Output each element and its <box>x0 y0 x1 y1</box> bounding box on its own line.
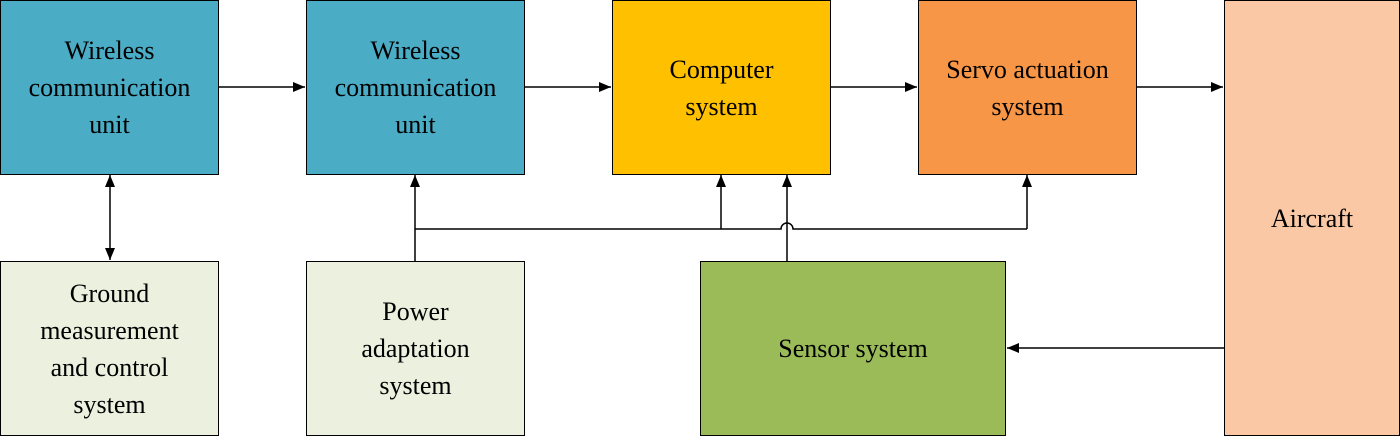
block-label: Servo actuation system <box>946 54 1109 121</box>
block-label: Wireless communication unit <box>334 36 497 139</box>
servo-actuation-system-block: Servo actuation system <box>918 0 1137 175</box>
ground-measurement-control-block: Ground measurement and control system <box>0 261 219 436</box>
sensor-system-block: Sensor system <box>700 261 1006 436</box>
block-label: Ground measurement and control system <box>40 278 179 419</box>
block-label: Power adaptation system <box>361 297 470 400</box>
wireless-communication-unit-ground: Wireless communication unit <box>0 0 219 175</box>
block-label: Aircraft <box>1270 204 1354 233</box>
block-label: Sensor system <box>778 334 928 363</box>
computer-system-block: Computer system <box>612 0 831 175</box>
aircraft-block: Aircraft <box>1224 0 1400 436</box>
wireless-communication-unit-air: Wireless communication unit <box>306 0 525 175</box>
block-label: Computer system <box>669 54 774 121</box>
block-label: Wireless communication unit <box>28 36 191 139</box>
power-adaptation-system-block: Power adaptation system <box>306 261 525 436</box>
